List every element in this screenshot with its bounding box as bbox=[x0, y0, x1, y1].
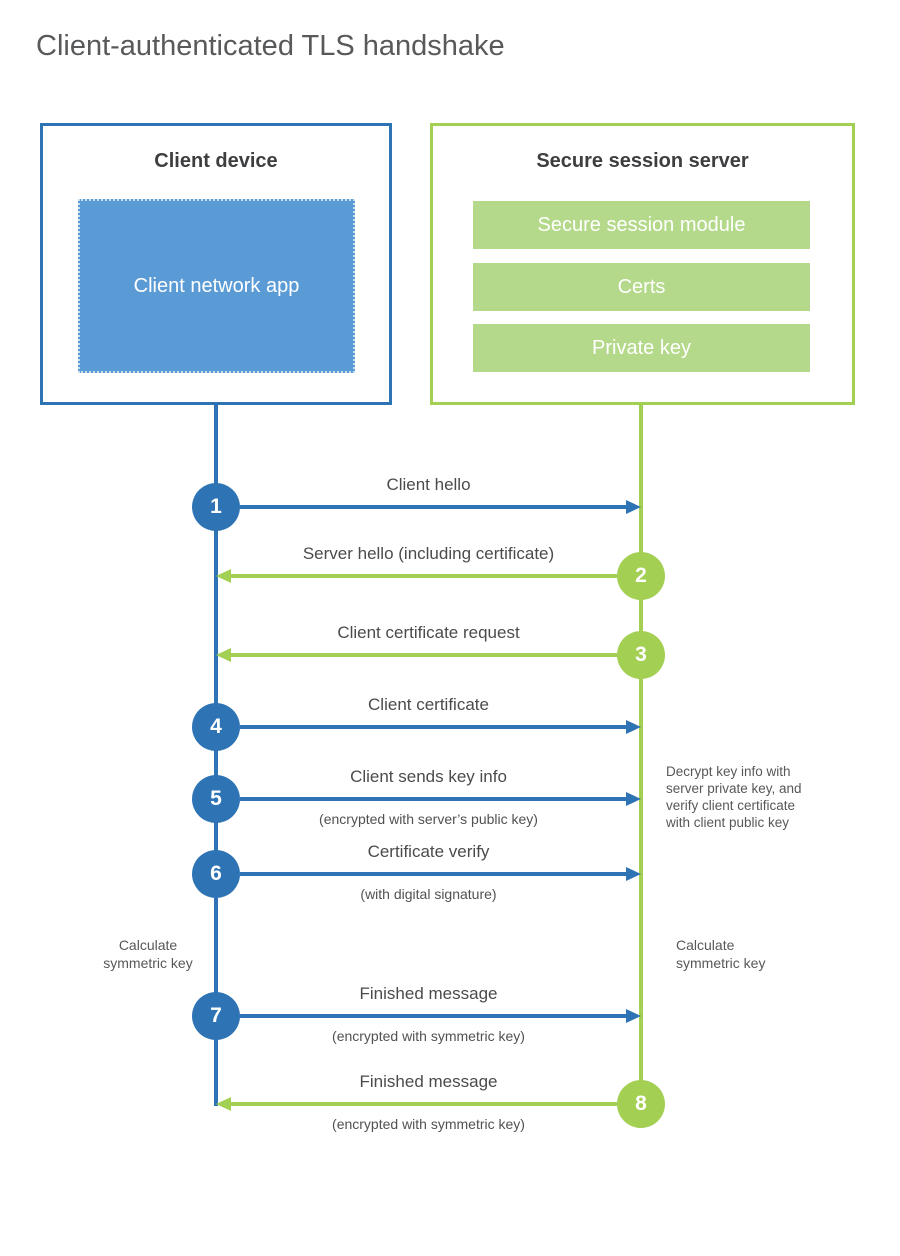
server-lifeline bbox=[639, 403, 643, 1128]
arrow-left-icon bbox=[216, 648, 617, 662]
arrow-left-icon bbox=[216, 569, 617, 583]
message-label: Server hello (including certificate) bbox=[302, 544, 555, 563]
message-sublabel: (encrypted with server’s public key) bbox=[319, 811, 538, 827]
arrow-right-icon bbox=[240, 720, 641, 734]
message-label: Client sends key info bbox=[350, 767, 507, 786]
page-title: Client-authenticated TLS handshake bbox=[36, 30, 505, 62]
message-label: Client certificate bbox=[368, 695, 489, 714]
server-module-secure-session: Secure session module bbox=[473, 201, 810, 249]
message-sublabel: (with digital signature) bbox=[360, 886, 497, 902]
note-decrypt-key-info: Decrypt key info with server private key… bbox=[666, 764, 802, 830]
message-label: Certificate verify bbox=[367, 842, 490, 861]
server-module-certs: Certs bbox=[473, 263, 810, 311]
secure-session-server-heading: Secure session server bbox=[536, 150, 749, 172]
message-label: Client hello bbox=[386, 475, 471, 494]
arrow-right-icon bbox=[240, 792, 641, 806]
note-calculate-symmetric-key-server: Calculate symmetric key bbox=[676, 937, 766, 971]
arrow-right-icon bbox=[240, 867, 641, 881]
message-label: Finished message bbox=[359, 1072, 498, 1091]
message-label: Finished message bbox=[359, 984, 498, 1003]
arrow-right-icon bbox=[240, 1009, 641, 1023]
client-network-app-box: Client network app bbox=[78, 199, 355, 373]
message-sublabel: (encrypted with symmetric key) bbox=[332, 1116, 525, 1132]
client-lifeline bbox=[214, 403, 218, 1106]
message-sublabel: (encrypted with symmetric key) bbox=[332, 1028, 525, 1044]
note-calculate-symmetric-key-client: Calculate symmetric key bbox=[103, 937, 193, 971]
arrow-right-icon bbox=[240, 500, 641, 514]
arrow-left-icon bbox=[216, 1097, 617, 1111]
message-label: Client certificate request bbox=[337, 623, 520, 642]
client-network-app-label: Client network app bbox=[133, 274, 300, 297]
client-device-heading: Client device bbox=[154, 150, 278, 172]
server-module-private-key: Private key bbox=[473, 324, 810, 372]
